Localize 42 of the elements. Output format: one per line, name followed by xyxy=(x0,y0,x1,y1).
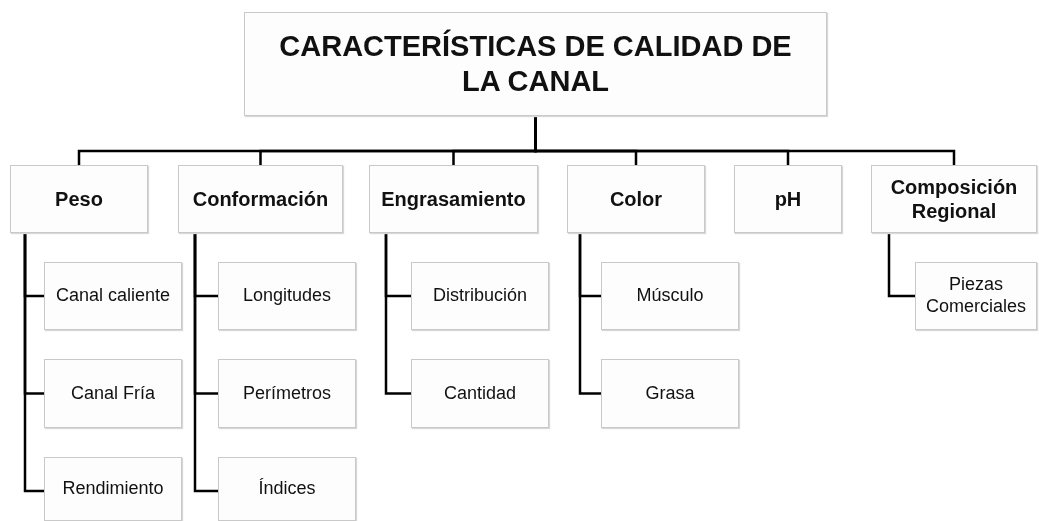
node-label: CARACTERÍSTICAS DE CALIDAD DE LA CANAL xyxy=(278,29,793,99)
category-box xyxy=(734,165,842,233)
node-label: Canal caliente xyxy=(55,285,171,307)
node-label: Índices xyxy=(258,478,316,500)
title-box xyxy=(244,12,827,116)
connector-line xyxy=(534,116,956,165)
subcategory-box xyxy=(44,457,182,521)
node-label: Rendimiento xyxy=(62,478,164,500)
subcategory-box xyxy=(601,359,739,428)
subcategory-box xyxy=(411,262,549,330)
node-label: Conformación xyxy=(192,187,329,211)
connector-line xyxy=(578,233,601,395)
subcategory-box xyxy=(218,359,356,428)
category-box xyxy=(567,165,705,233)
node-label: Canal Fría xyxy=(70,382,155,405)
node-label: Composición Regional xyxy=(889,175,1019,223)
node-label: Distribución xyxy=(432,285,527,307)
connector-line xyxy=(887,233,915,298)
node-label: Color xyxy=(609,187,663,211)
category-box xyxy=(369,165,538,233)
subcategory-box xyxy=(44,359,182,428)
node-label: Peso xyxy=(55,187,103,211)
connector-line xyxy=(23,233,44,493)
connector-line xyxy=(384,233,411,395)
node-label: Perímetros xyxy=(243,382,331,405)
category-box xyxy=(10,165,148,233)
node-label: Longitudes xyxy=(242,285,332,307)
node-label: Músculo xyxy=(636,285,704,307)
subcategory-box xyxy=(44,262,182,330)
node-label: pH xyxy=(774,187,802,211)
subcategory-box xyxy=(218,457,356,521)
node-label: Grasa xyxy=(645,382,695,405)
node-label: Piezas Comerciales xyxy=(925,274,1027,318)
category-box xyxy=(871,165,1037,233)
subcategory-box xyxy=(915,262,1037,330)
node-label: Engrasamiento xyxy=(381,187,526,211)
subcategory-box xyxy=(218,262,356,330)
node-label: Cantidad xyxy=(443,382,517,405)
subcategory-box xyxy=(411,359,549,428)
category-box xyxy=(178,165,343,233)
connector-line xyxy=(193,233,218,493)
subcategory-box xyxy=(601,262,739,330)
